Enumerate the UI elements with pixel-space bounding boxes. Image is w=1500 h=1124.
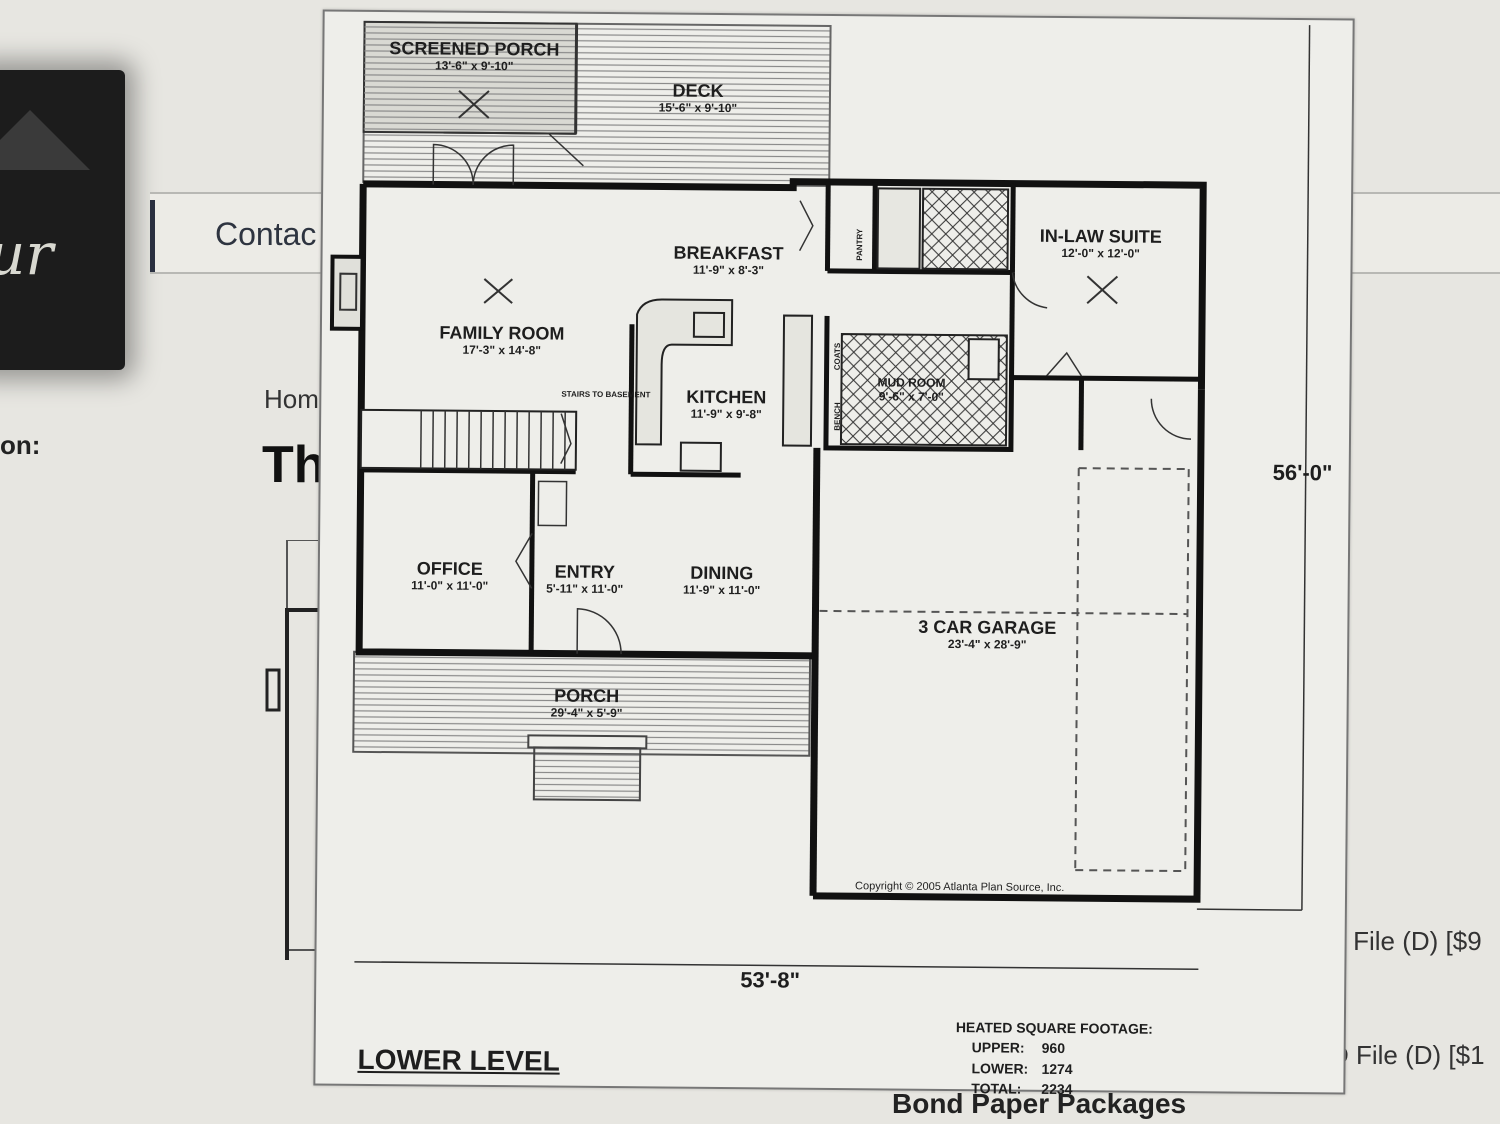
- room-deck: DECK 15'-6" x 9'-10": [658, 80, 738, 115]
- front-steps: [532, 746, 642, 802]
- room-inlaw-suite: IN-LAW SUITE 12'-0" x 12'-0": [1039, 225, 1162, 261]
- label-stairs-to-basement: STAIRS TO BASEMENT: [561, 389, 651, 400]
- house-roof-icon: [0, 110, 90, 170]
- bond-paper-packages-heading: Bond Paper Packages: [892, 1088, 1187, 1119]
- room-porch: PORCH 29'-4" x 5'-9": [550, 685, 623, 720]
- room-office: OFFICE 11'-0" x 11'-0": [411, 558, 489, 593]
- room-entry: ENTRY 5'-11" x 11'-0": [546, 561, 624, 596]
- left-label: on:: [0, 430, 41, 460]
- floor-plan-drawing: [329, 20, 1311, 970]
- square-footage-table: HEATED SQUARE FOOTAGE: UPPER:960 LOWER:1…: [955, 1017, 1153, 1100]
- bathroom-tile: [921, 187, 1010, 271]
- page-title: Th: [262, 436, 326, 494]
- label-pantry: PANTRY: [855, 228, 865, 261]
- fireplace: [329, 254, 365, 331]
- room-kitchen: KITCHEN 11'-9" x 9'-8": [686, 386, 767, 422]
- square-footage-upper: UPPER:960: [971, 1039, 1066, 1057]
- pdf-file-option[interactable]: F File (D) [$9: [1330, 926, 1482, 956]
- room-breakfast: BREAKFAST 11'-9" x 8'-3": [673, 242, 784, 278]
- bathtub: [876, 187, 922, 270]
- copyright-notice: Copyright © 2005 Atlanta Plan Source, In…: [855, 880, 1065, 895]
- room-dining: DINING 11'-9" x 11'-0": [683, 562, 761, 598]
- level-label: LOWER LEVEL: [357, 1043, 560, 1077]
- overall-depth-dimension: 56'-0": [1272, 459, 1333, 486]
- cooktop: [679, 441, 722, 473]
- site-logo[interactable]: ur: [0, 70, 125, 370]
- square-footage-title: HEATED SQUARE FOOTAGE:: [955, 1019, 1153, 1037]
- cad-file-option[interactable]: D File (D) [$1: [1330, 1040, 1485, 1070]
- overall-width-dimension: 53'-8": [740, 967, 801, 993]
- mud-room-tile: [839, 333, 1008, 447]
- label-coats: COATS: [832, 342, 843, 371]
- room-mud-room: MUD ROOM 9'-6" x 7'-0": [877, 375, 946, 404]
- room-screened-porch: SCREENED PORCH 13'-6" x 9'-10": [389, 38, 560, 73]
- square-footage-total: TOTAL:2234: [971, 1080, 1073, 1097]
- label-bench: BENCH: [832, 402, 843, 431]
- logo-text: ur: [0, 220, 54, 288]
- square-footage-lower: LOWER:1274: [971, 1059, 1073, 1077]
- breadcrumb-home[interactable]: Hom: [264, 384, 319, 414]
- floor-plan-sheet: SCREENED PORCH 13'-6" x 9'-10" DECK 15'-…: [313, 9, 1355, 1097]
- room-family-room: FAMILY ROOM 17'-3" x 14'-8": [439, 322, 565, 358]
- nav-contact-link[interactable]: Contac: [215, 216, 317, 252]
- room-garage: 3 CAR GARAGE 23'-4" x 28'-9": [918, 616, 1057, 652]
- kitchen-counter: [634, 298, 734, 446]
- nav-separator: [150, 200, 155, 272]
